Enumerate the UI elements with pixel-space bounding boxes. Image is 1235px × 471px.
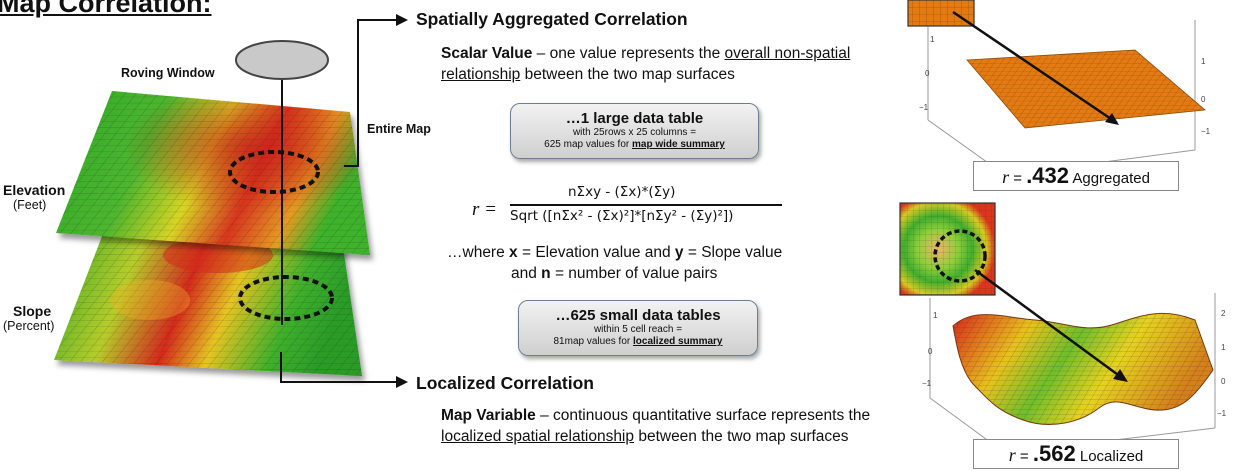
agg-tick-right-1: 1 <box>1201 57 1206 66</box>
loc-tick-left-neg1: −1 <box>922 379 932 388</box>
slope-label-name: Slope <box>13 303 52 319</box>
slope-label-unit: (Percent) <box>3 319 55 333</box>
agg-tick-right-neg1: −1 <box>1201 127 1211 136</box>
localized-heading: Localized Correlation <box>416 373 594 393</box>
roving-window-oval <box>235 40 329 80</box>
formula-fraction-bar <box>510 204 782 206</box>
formula-numerator: nΣxy - (Σx)*(Σy) <box>568 184 676 200</box>
roving-window-label: Roving Window <box>121 66 215 80</box>
slope-label: Slope (Percent) <box>3 303 54 333</box>
localized-description: Map Variable – continuous quantitative s… <box>441 407 871 445</box>
loc-tick-right-neg1: −1 <box>1217 409 1227 418</box>
page-title: Map Correlation: <box>0 0 212 18</box>
elevation-label-name: Elevation <box>3 182 66 198</box>
aggregated-heading: Spatially Aggregated Correlation <box>416 9 688 29</box>
formula-where-line2: and n = number of value pairs <box>511 265 718 282</box>
aggregated-r-caption: r = .432 Aggregated <box>973 161 1179 191</box>
small-tables-title: …625 small data tables <box>555 307 721 324</box>
roving-window-circle-top <box>228 150 320 194</box>
map-layers-graphic <box>54 14 408 388</box>
elevation-label-unit: (Feet) <box>13 198 47 212</box>
slope-layer <box>54 221 362 376</box>
aggregated-desc-underline: overall non-spatial relationship <box>441 45 851 83</box>
small-tables-callout: …625 small data tables within 5 cell rea… <box>518 300 758 356</box>
large-table-line2: 625 map values for map wide summary <box>544 139 725 150</box>
loc-tick-right-0: 0 <box>1221 377 1226 386</box>
large-table-line1: with 25rows x 25 columns = <box>572 127 697 138</box>
agg-tick-left-neg1: −1 <box>919 103 929 112</box>
loc-tick-right-2: 2 <box>1221 309 1226 318</box>
agg-tick-right-0: 0 <box>1201 95 1206 104</box>
aggregated-desc-dash: – one value represents the <box>532 45 725 62</box>
loc-tick-right-1: 1 <box>1221 343 1226 352</box>
formula-denominator: Sqrt ([nΣx² - (Σx)²]*[nΣy² - (Σy)²]) <box>510 208 734 224</box>
aggregated-desc-end: between the two map surfaces <box>520 66 735 83</box>
aggregated-desc-bold: Scalar Value <box>441 45 533 62</box>
bracket-arrows <box>280 19 396 383</box>
localized-r-caption: r = .562 Localized <box>973 439 1179 469</box>
elevation-layer <box>56 91 370 255</box>
elevation-label: Elevation (Feet) <box>3 182 65 212</box>
loc-tick-left-0: 0 <box>928 347 933 356</box>
agg-tick-left-1: 1 <box>930 35 935 44</box>
correlation-formula: r = nΣxy - (Σx)*(Σy) Sqrt ([nΣx² - (Σx)²… <box>472 184 792 232</box>
large-table-callout: …1 large data table with 25rows x 25 col… <box>510 103 759 159</box>
loc-tick-left-1: 1 <box>933 311 938 320</box>
roving-window-circle-bottom <box>238 275 334 321</box>
localized-3d-plot: 1 0 −1 2 1 0 −1 <box>899 202 1227 454</box>
entire-map-label: Entire Map <box>367 122 431 136</box>
formula-lhs: r = <box>472 199 497 220</box>
large-table-title: …1 large data table <box>565 110 704 127</box>
formula-where-line1: …where x = Elevation value and y = Slope… <box>447 244 783 261</box>
agg-tick-left-0: 0 <box>925 69 930 78</box>
aggregated-description: Scalar Value – one value represents the … <box>441 43 901 85</box>
small-tables-line2: 81map values for localized summary <box>553 336 723 347</box>
small-tables-line1: within 5 cell reach = <box>593 324 683 335</box>
